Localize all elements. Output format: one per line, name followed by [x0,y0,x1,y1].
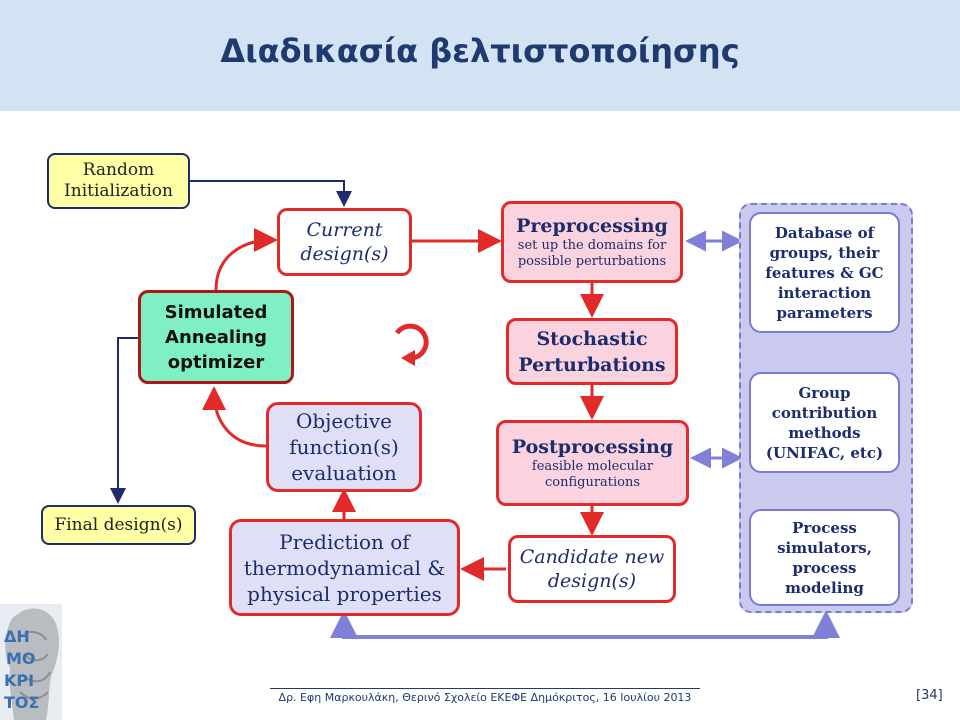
gc-line: (UNIFAC, etc) [765,443,884,462]
gc-line: methods [788,423,861,442]
database-line: Database of [774,223,875,242]
sa-line: optimizer [167,351,265,373]
logo-letters: ΤΟΣ [4,693,39,712]
current-design-line: Current [306,219,383,241]
gc-line: contribution [771,403,878,422]
postprocessing-sub: configurations [544,475,641,490]
objective-function-box: Objective function(s) evaluation [266,402,422,492]
preprocessing-title: Preprocessing [516,215,668,237]
arrow-sa-to-current [214,228,278,291]
logo-letters: ΜΟ [6,649,36,668]
process-line: modeling [785,578,864,597]
sa-line: Annealing [165,326,267,348]
simulated-annealing-box: Simulated Annealing optimizer [138,290,294,384]
prediction-box: Prediction of thermodynamical & physical… [229,519,460,616]
slide-title: Διαδικασία βελτιστοποίησης [220,32,740,70]
database-line: parameters [776,303,873,322]
preprocessing-sub: set up the domains for [517,238,667,253]
logo-letters: ΔΗ [4,627,30,646]
stochastic-perturbations-box: Stochastic Perturbations [506,318,678,385]
arrow-init-to-current [190,180,352,207]
random-init-line: Random [82,160,155,180]
slide-footer: Δρ. Εφη Μαρκουλάκη, Θερινό Σχολείο ΕΚΕΦΕ… [270,688,700,704]
sa-line: Simulated [164,301,268,323]
prediction-line: Prediction of [279,529,410,554]
stochastic-line: Perturbations [518,353,666,376]
database-line: features & GC [765,263,884,282]
logo-letters: ΚΡΙ [4,671,34,690]
preprocessing-box: Preprocessing set up the domains for pos… [501,201,683,283]
final-design-label: Final design(s) [54,514,183,535]
arrow-sa-to-final [110,337,138,504]
group-contribution-box: Group contribution methods (UNIFAC, etc) [749,372,900,473]
candidate-line: design(s) [547,570,637,592]
random-initialization-box: Random Initialization [47,153,190,209]
database-box: Database of groups, their features & GC … [749,212,900,333]
stochastic-line: Stochastic [536,327,648,350]
postprocessing-box: Postprocessing feasible molecular config… [496,420,689,506]
slide-header [0,0,960,111]
postprocessing-title: Postprocessing [511,436,674,458]
double-arrow-prediction-process [330,610,840,639]
current-design-box: Current design(s) [277,208,412,276]
candidate-line: Candidate new [519,546,665,568]
cycle-icon [394,323,429,366]
process-line: Process [792,518,857,537]
random-init-line: Initialization [64,181,173,201]
final-design-box: Final design(s) [41,505,196,545]
prediction-line: physical properties [247,581,442,606]
postprocessing-sub: feasible molecular [531,459,654,474]
objective-line: function(s) [289,435,399,459]
database-line: groups, their [769,243,880,262]
gc-line: Group [798,383,851,402]
process-line: simulators, [777,538,872,557]
objective-line: Objective [295,409,392,433]
candidate-design-box: Candidate new design(s) [508,535,676,603]
process-simulators-box: Process simulators, process modeling [749,509,900,606]
preprocessing-sub: possible perturbations [517,254,667,269]
database-line: interaction [777,283,872,302]
current-design-line: design(s) [300,243,389,265]
page-number: [34] [916,688,943,703]
prediction-line: thermodynamical & [243,555,446,580]
objective-line: evaluation [291,461,397,485]
democritus-logo: ΔΗ ΜΟ ΚΡΙ ΤΟΣ [0,604,62,720]
process-line: process [792,558,857,577]
arrow-objective-to-sa [202,386,267,448]
